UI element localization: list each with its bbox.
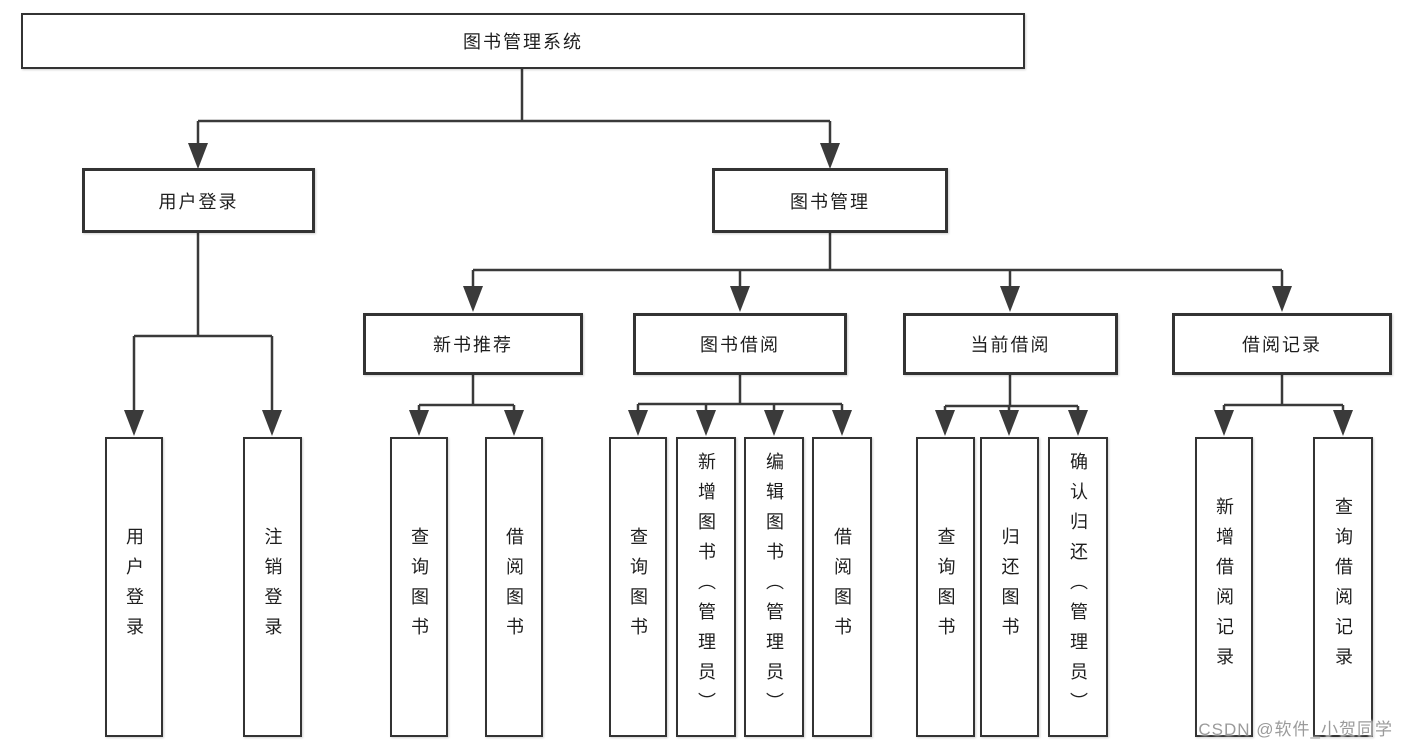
- node-library-system: 图书管理系统: [21, 13, 1025, 69]
- arrowhead-icon: [409, 410, 429, 436]
- leaf-borrow-borrow-books: 借阅图书: [812, 437, 872, 737]
- arrowhead-icon: [730, 286, 750, 312]
- leaf-query-borrow-record: 查询借阅记录: [1313, 437, 1373, 737]
- leaf-user-login-label: 用户登录: [124, 527, 144, 647]
- node-new-book-recommend-label: 新书推荐: [433, 335, 513, 355]
- arrowhead-icon: [628, 410, 648, 436]
- arrowhead-icon: [1068, 410, 1088, 436]
- leaf-edit-books-admin: 编辑图书（管理员）: [744, 437, 804, 737]
- arrowhead-icon: [463, 286, 483, 312]
- arrowhead-icon: [1000, 286, 1020, 312]
- connector-borrow-records-to-leaves: [1222, 375, 1345, 414]
- leaf-query-borrow-record-label: 查询借阅记录: [1333, 497, 1353, 677]
- leaf-recommend-query-books: 查询图书: [390, 437, 448, 737]
- leaf-borrow-borrow-books-label: 借阅图书: [832, 527, 852, 647]
- node-borrow-records-label: 借阅记录: [1242, 335, 1322, 355]
- arrowhead-icon: [696, 410, 716, 436]
- node-user-login-label: 用户登录: [158, 191, 239, 212]
- connector-current-borrow-to-leaves: [943, 375, 1080, 414]
- arrowhead-icon: [504, 410, 524, 436]
- watermark-csdn: CSDN @软件_小贺同学: [1198, 720, 1393, 739]
- arrowhead-icon: [935, 410, 955, 436]
- node-book-management: 图书管理: [712, 168, 948, 233]
- leaf-recommend-borrow-books-label: 借阅图书: [504, 527, 524, 647]
- node-borrow-records: 借阅记录: [1172, 313, 1392, 375]
- arrowhead-icon: [832, 410, 852, 436]
- arrowhead-icon: [764, 410, 784, 436]
- leaf-confirm-return-admin: 确认归还（管理员）: [1048, 437, 1108, 737]
- arrowhead-icon: [999, 410, 1019, 436]
- leaf-add-borrow-record: 新增借阅记录: [1195, 437, 1253, 737]
- leaf-return-books-label: 归还图书: [999, 527, 1020, 647]
- node-user-login: 用户登录: [82, 168, 315, 233]
- arrowhead-icon: [262, 410, 282, 436]
- leaf-recommend-query-books-label: 查询图书: [409, 527, 429, 647]
- arrowhead-icon: [1272, 286, 1292, 312]
- leaf-current-query-books-label: 查询图书: [935, 527, 956, 647]
- connector-new-book-recommend-to-leaves: [417, 375, 516, 414]
- arrowhead-icon: [1333, 410, 1353, 436]
- leaf-logout: 注销登录: [243, 437, 302, 737]
- leaf-current-query-books: 查询图书: [916, 437, 975, 737]
- leaf-add-books-admin-label: 新增图书（管理员）: [696, 452, 716, 722]
- leaf-logout-label: 注销登录: [262, 527, 283, 647]
- node-book-borrow: 图书借阅: [633, 313, 847, 375]
- node-new-book-recommend: 新书推荐: [363, 313, 583, 375]
- node-library-system-label: 图书管理系统: [463, 32, 583, 52]
- arrowhead-icon: [1214, 410, 1234, 436]
- connector-book-management-to-level3: [471, 233, 1284, 290]
- arrowhead-icon: [124, 410, 144, 436]
- node-current-borrow: 当前借阅: [903, 313, 1118, 375]
- arrowhead-icon: [820, 143, 840, 169]
- connector-root-to-level2: [196, 69, 832, 148]
- connector-user-login-to-leaves: [132, 233, 274, 414]
- connector-book-borrow-to-leaves: [636, 375, 844, 414]
- leaf-recommend-borrow-books: 借阅图书: [485, 437, 543, 737]
- leaf-borrow-query-books: 查询图书: [609, 437, 667, 737]
- leaf-edit-books-admin-label: 编辑图书（管理员）: [764, 452, 784, 722]
- leaf-user-login: 用户登录: [105, 437, 163, 737]
- node-current-borrow-label: 当前借阅: [970, 335, 1051, 355]
- leaf-borrow-query-books-label: 查询图书: [628, 527, 648, 647]
- leaf-add-books-admin: 新增图书（管理员）: [676, 437, 736, 737]
- arrowhead-icon: [188, 143, 208, 169]
- leaf-return-books: 归还图书: [980, 437, 1039, 737]
- leaf-confirm-return-admin-label: 确认归还（管理员）: [1068, 452, 1088, 722]
- node-book-management-label: 图书管理: [790, 191, 870, 212]
- leaf-add-borrow-record-label: 新增借阅记录: [1214, 497, 1234, 677]
- node-book-borrow-label: 图书借阅: [700, 335, 780, 355]
